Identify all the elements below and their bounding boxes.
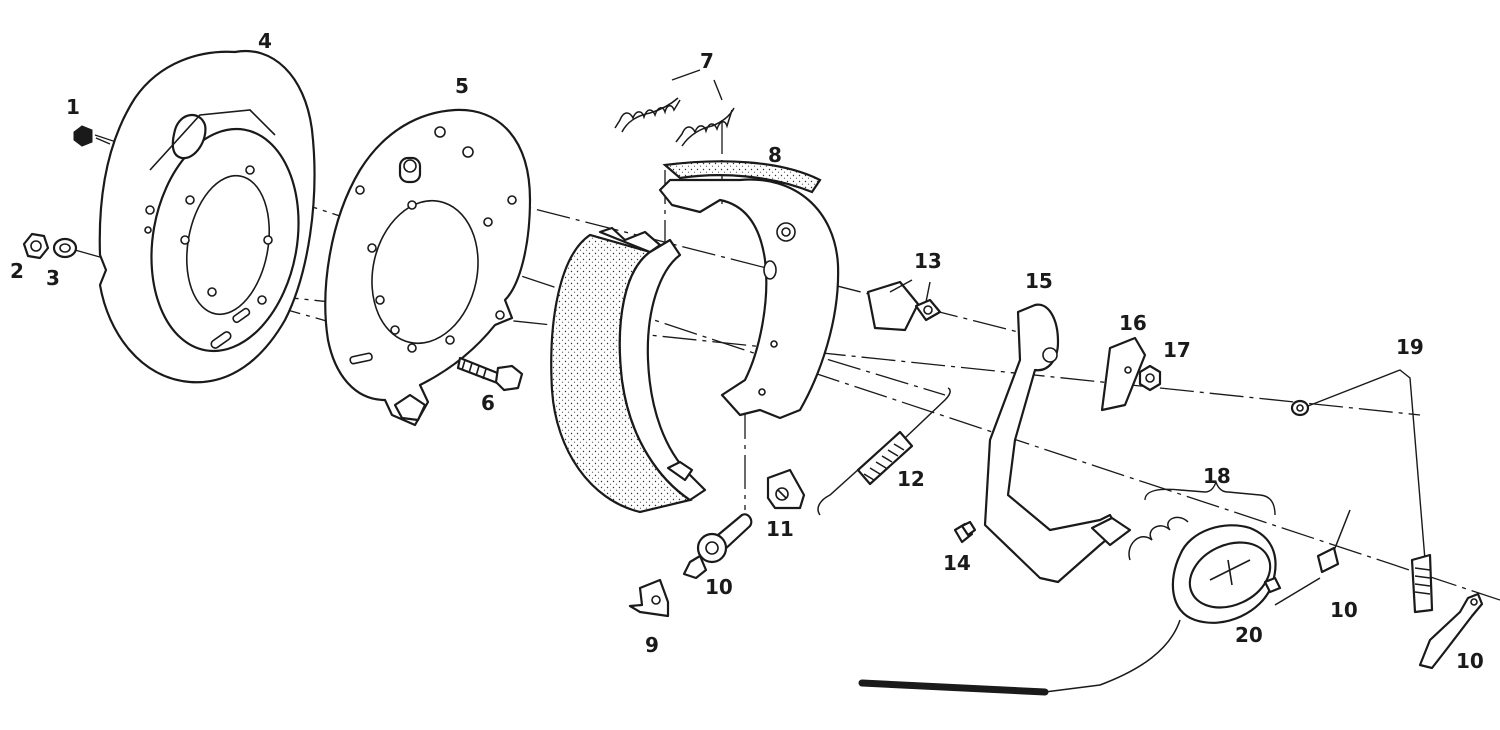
part-15-lever-arm bbox=[983, 303, 1132, 584]
part-10-adjuster bbox=[682, 513, 753, 580]
callout-18: 18 bbox=[1203, 464, 1231, 488]
part-11-clip bbox=[766, 468, 806, 510]
callout-17: 17 bbox=[1163, 338, 1191, 362]
part-19-cable bbox=[1290, 369, 1434, 614]
part-12-spring bbox=[817, 387, 951, 516]
part-4-dust-shield bbox=[98, 49, 316, 384]
callout-2: 2 bbox=[10, 259, 24, 283]
brake-shoe-front bbox=[550, 226, 707, 514]
part-13-bracket bbox=[866, 280, 942, 332]
callout-3: 3 bbox=[46, 266, 60, 290]
part-3-washer bbox=[52, 237, 78, 259]
callout-labels: 1 2 3 4 5 6 7 8 9 10 11 12 13 14 15 16 1… bbox=[10, 29, 1484, 673]
callout-6: 6 bbox=[481, 391, 495, 415]
part-5-backing-plate bbox=[324, 108, 532, 427]
callout-10-adjuster: 10 bbox=[705, 575, 733, 599]
callout-10-lever: 10 bbox=[1456, 649, 1484, 673]
callout-10-spring: 10 bbox=[1330, 598, 1358, 622]
callout-15: 15 bbox=[1025, 269, 1053, 293]
part-10-spring-right bbox=[1274, 509, 1351, 606]
callout-14: 14 bbox=[943, 551, 971, 575]
callout-12: 12 bbox=[897, 467, 925, 491]
callout-8: 8 bbox=[768, 143, 782, 167]
callout-9: 9 bbox=[645, 633, 659, 657]
part-14-clip bbox=[953, 520, 977, 544]
part-8-brake-shoe-rear bbox=[658, 160, 840, 420]
callout-7: 7 bbox=[700, 49, 714, 73]
callout-16: 16 bbox=[1119, 311, 1147, 335]
part-6-bolt bbox=[456, 356, 524, 392]
part-18-group-brace bbox=[1144, 479, 1276, 516]
callout-4: 4 bbox=[258, 29, 272, 53]
part-2-nut bbox=[22, 232, 50, 260]
callout-11: 11 bbox=[766, 517, 794, 541]
callout-13: 13 bbox=[914, 249, 942, 273]
leader-lines bbox=[95, 69, 931, 303]
part-9-clip bbox=[628, 578, 670, 618]
callout-19: 19 bbox=[1396, 335, 1424, 359]
callout-20: 20 bbox=[1235, 623, 1263, 647]
part-1-plug bbox=[73, 125, 93, 147]
callout-5: 5 bbox=[455, 74, 469, 98]
part-10-lever-right bbox=[1418, 592, 1484, 670]
callout-1: 1 bbox=[66, 95, 80, 119]
part-20-magnet bbox=[858, 516, 1282, 696]
part-7-springs bbox=[614, 97, 735, 147]
part-16-bracket bbox=[1100, 336, 1147, 412]
part-17-nut bbox=[1138, 364, 1162, 392]
